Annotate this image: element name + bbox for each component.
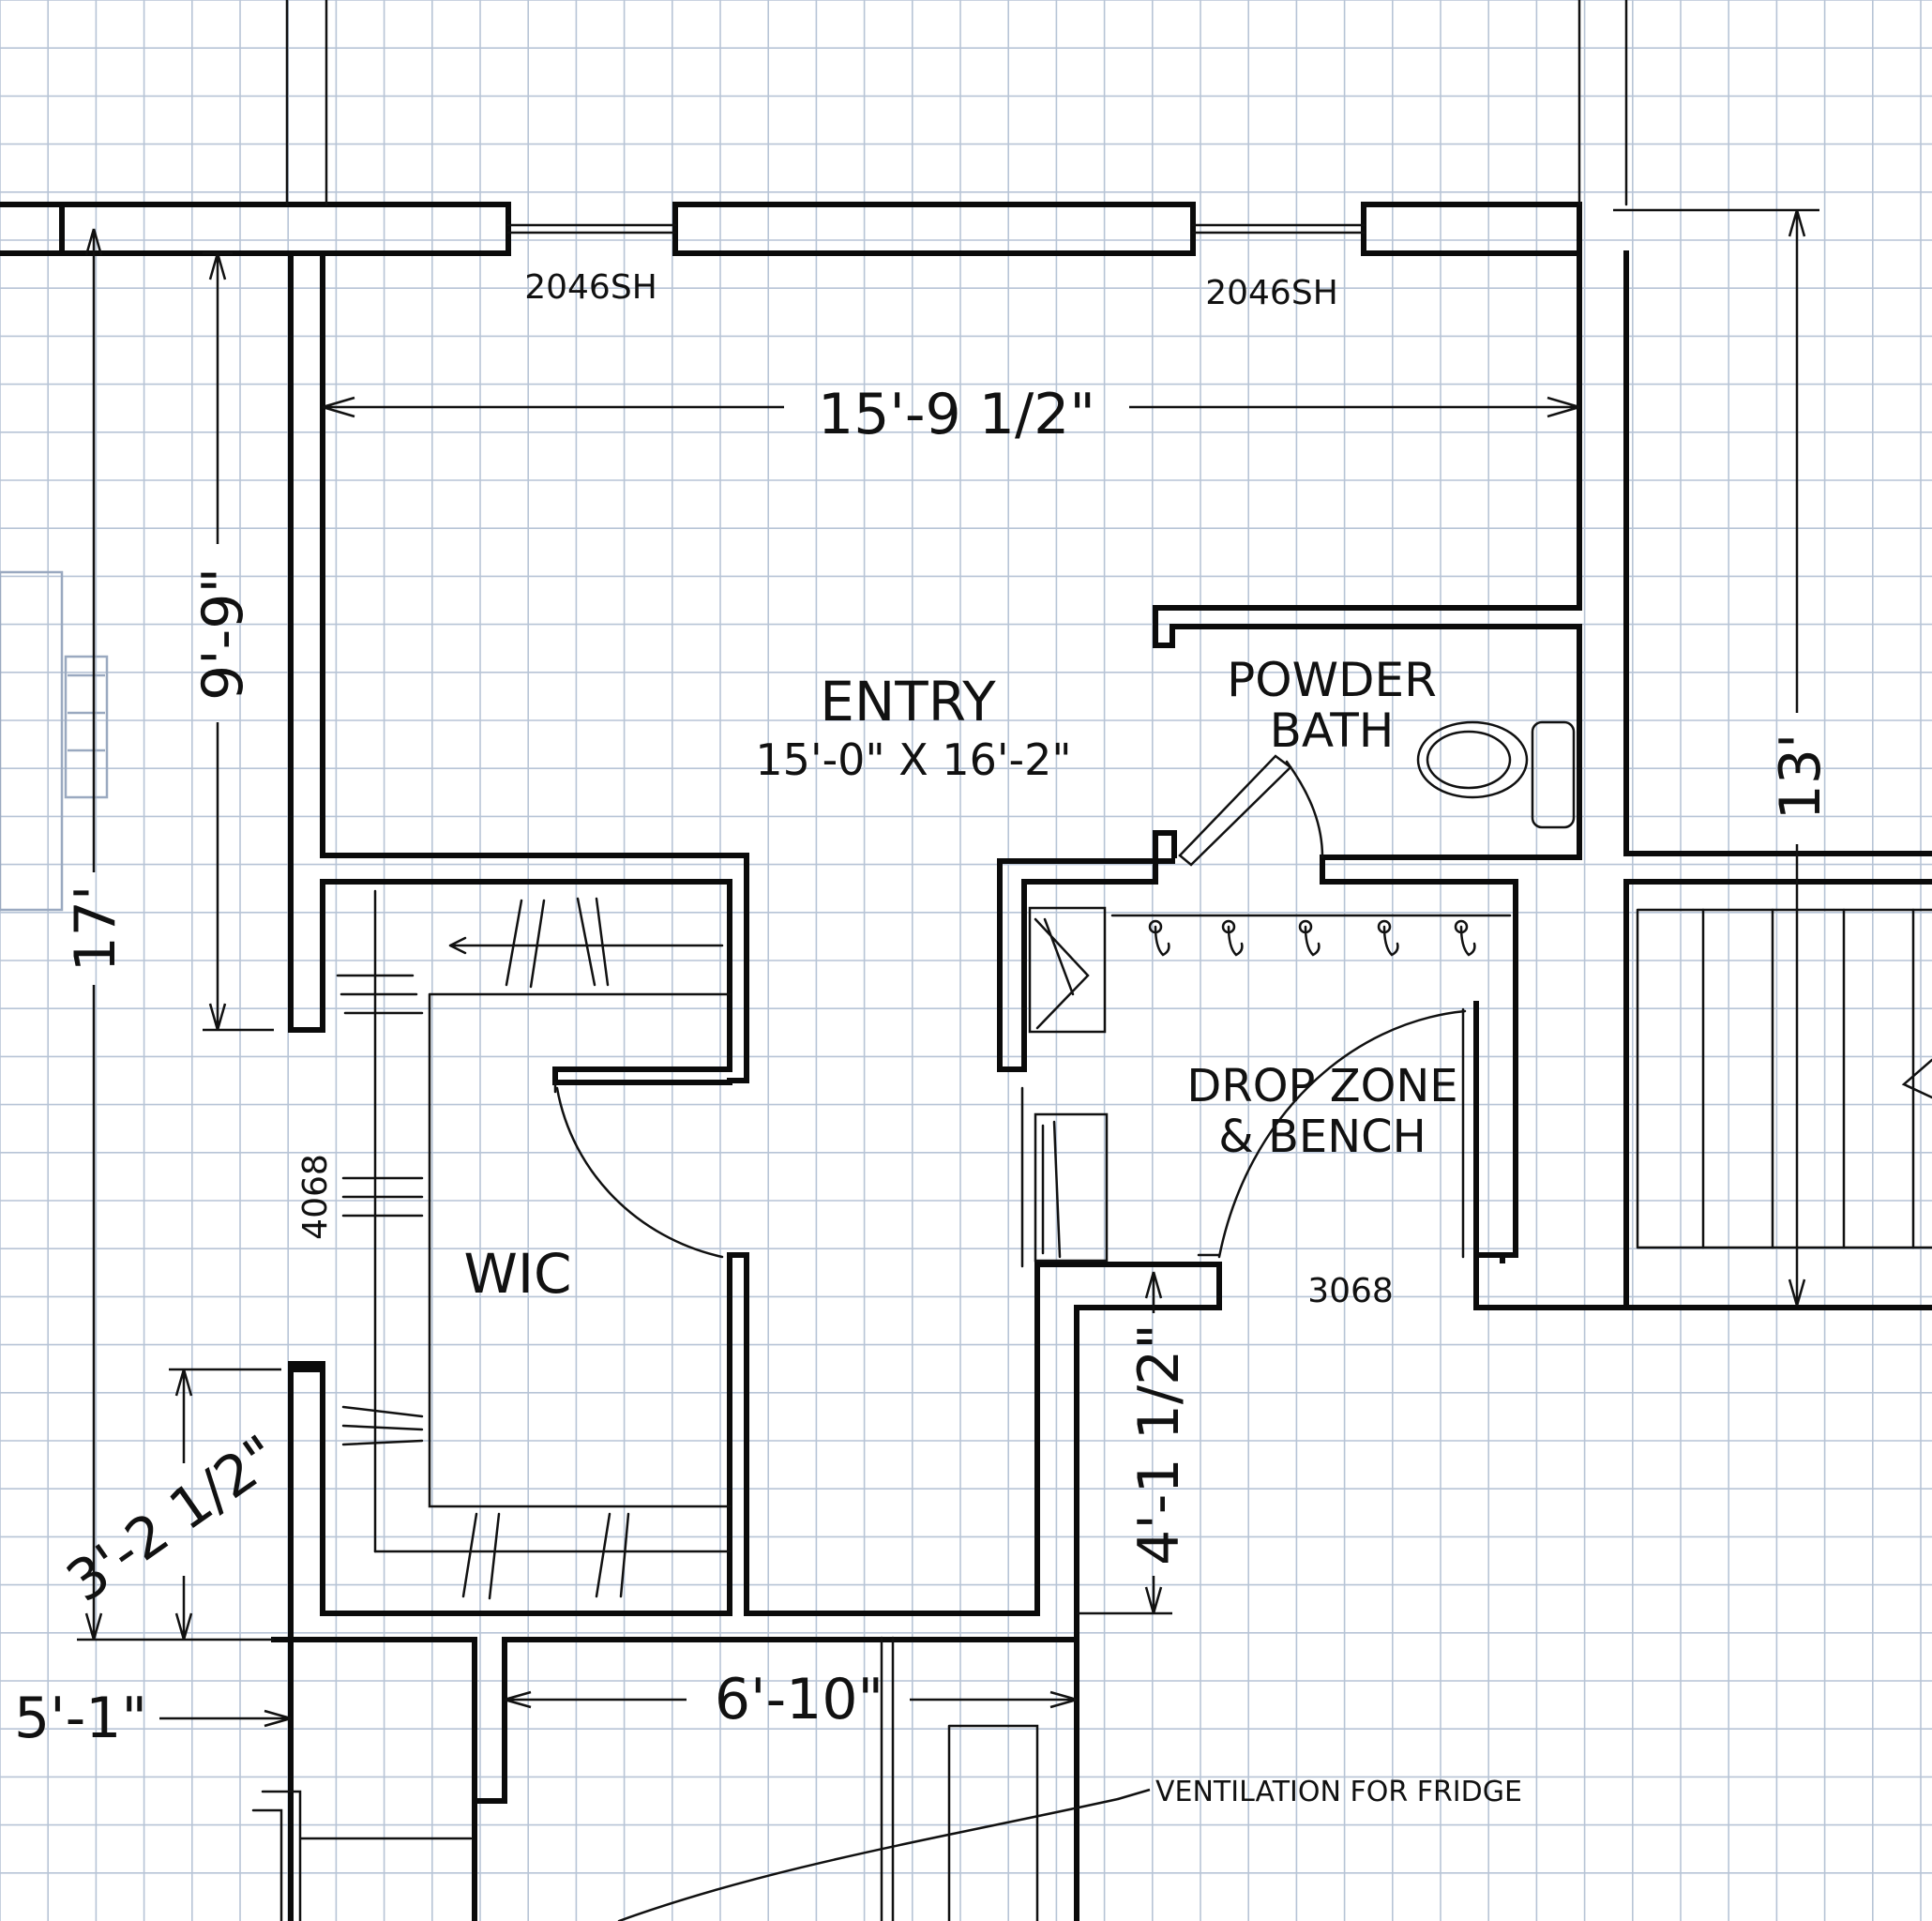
room-name-powder-line2: BATH: [1270, 703, 1395, 758]
room-name-entry: ENTRY: [820, 670, 996, 734]
coat-hooks: [1110, 914, 1512, 957]
dimension-lines: [77, 208, 1819, 1801]
window-label-left: 2046SH: [524, 268, 657, 307]
wic-door: [553, 1081, 724, 1259]
window-label-right: 2046SH: [1205, 274, 1338, 312]
room-name-wic: WIC: [464, 1242, 572, 1306]
door-label-drop-zone: 3068: [1307, 1272, 1394, 1310]
dimension-top-width: 15'-9 1/2": [818, 382, 1095, 447]
room-name-powder-line1: POWDER: [1227, 653, 1437, 707]
note-fridge-ventilation: VENTILATION FOR FRIDGE: [1155, 1776, 1522, 1808]
door-label-wic: 4068: [296, 1154, 335, 1240]
dimension-drop-depth: 4'-1 1/2": [1126, 1324, 1192, 1566]
toilet-icon: [1416, 720, 1576, 829]
dimension-right-height: 13': [1768, 734, 1834, 821]
dimension-left-upper: 9'-9": [190, 567, 256, 701]
lower-rooms: [251, 1636, 1120, 1921]
stairs: [1636, 908, 1932, 1249]
drop-zone-door: [1197, 1009, 1467, 1259]
room-size-entry: 15'-0" X 16'-2": [755, 734, 1071, 785]
labels: 2046SH 2046SH 15'-9 1/2" 9'-9" 17' 13' 3…: [14, 268, 1834, 1808]
cubby-shelves: [1020, 906, 1465, 1268]
powder-bath-door: [1178, 754, 1324, 867]
room-name-drop-zone-line1: DROP ZONE: [1186, 1060, 1457, 1112]
room-name-drop-zone-line2: & BENCH: [1218, 1111, 1426, 1163]
adjacent-furniture: [0, 570, 109, 912]
dimension-bottom-mid: 6'-10": [715, 1667, 883, 1732]
dimension-bottom-left: 5'-1": [14, 1686, 147, 1751]
dimension-left-total: 17': [63, 885, 128, 973]
closet-shelving: [336, 889, 732, 1600]
